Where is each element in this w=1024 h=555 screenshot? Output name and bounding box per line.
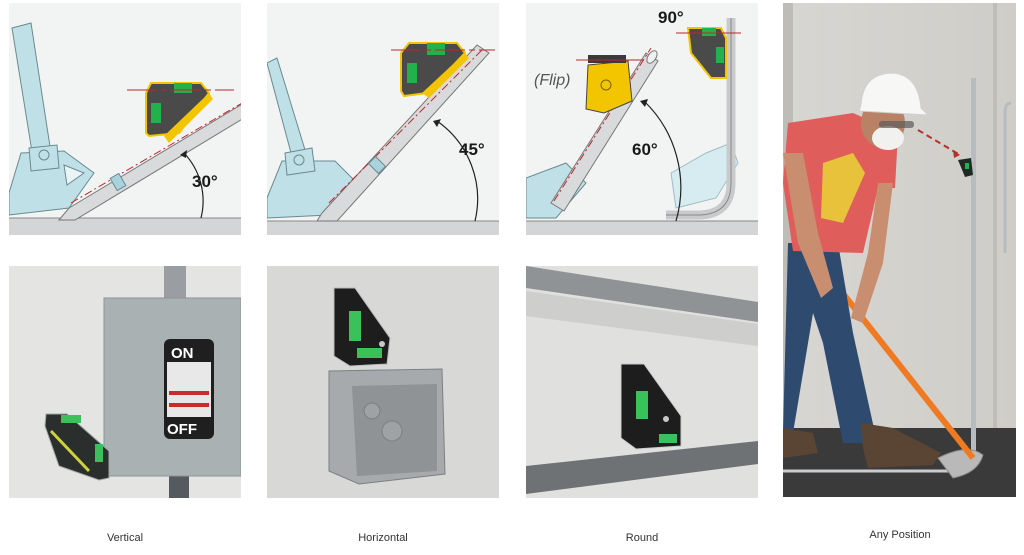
bender-45-illustration: 45° bbox=[267, 3, 499, 235]
diagram-30-degree: 30° bbox=[9, 3, 241, 235]
diagram-60-90-degree: (Flip) 90° 60° bbox=[526, 3, 758, 235]
flip-label: (Flip) bbox=[534, 72, 570, 89]
diagram-45-degree: 45° bbox=[267, 3, 499, 235]
photo-vertical: ON OFF bbox=[9, 266, 241, 498]
photo-any-position bbox=[783, 3, 1016, 497]
caption-horizontal: Horizontal bbox=[358, 532, 408, 544]
angle-60-label: 60° bbox=[632, 140, 658, 159]
photo-round bbox=[526, 266, 758, 498]
angle-90-label: 90° bbox=[658, 8, 684, 27]
angle-label: 30° bbox=[192, 172, 218, 191]
photo-horizontal bbox=[267, 266, 499, 498]
bender-60-90-illustration: (Flip) 90° 60° bbox=[526, 3, 758, 235]
bender-30-illustration: 30° bbox=[9, 3, 241, 235]
switch-off-label: OFF bbox=[167, 421, 197, 438]
worker-bending-conduit-photo bbox=[783, 3, 1016, 497]
caption-round: Round bbox=[625, 532, 659, 544]
caption-vertical: Vertical bbox=[106, 532, 144, 544]
disconnect-box-photo: ON OFF bbox=[9, 266, 241, 498]
junction-box-photo bbox=[267, 266, 499, 498]
round-conduit-photo bbox=[526, 266, 758, 498]
angle-label: 45° bbox=[459, 140, 485, 159]
caption-any-position: Any Position bbox=[869, 529, 931, 541]
switch-on-label: ON bbox=[171, 345, 194, 362]
